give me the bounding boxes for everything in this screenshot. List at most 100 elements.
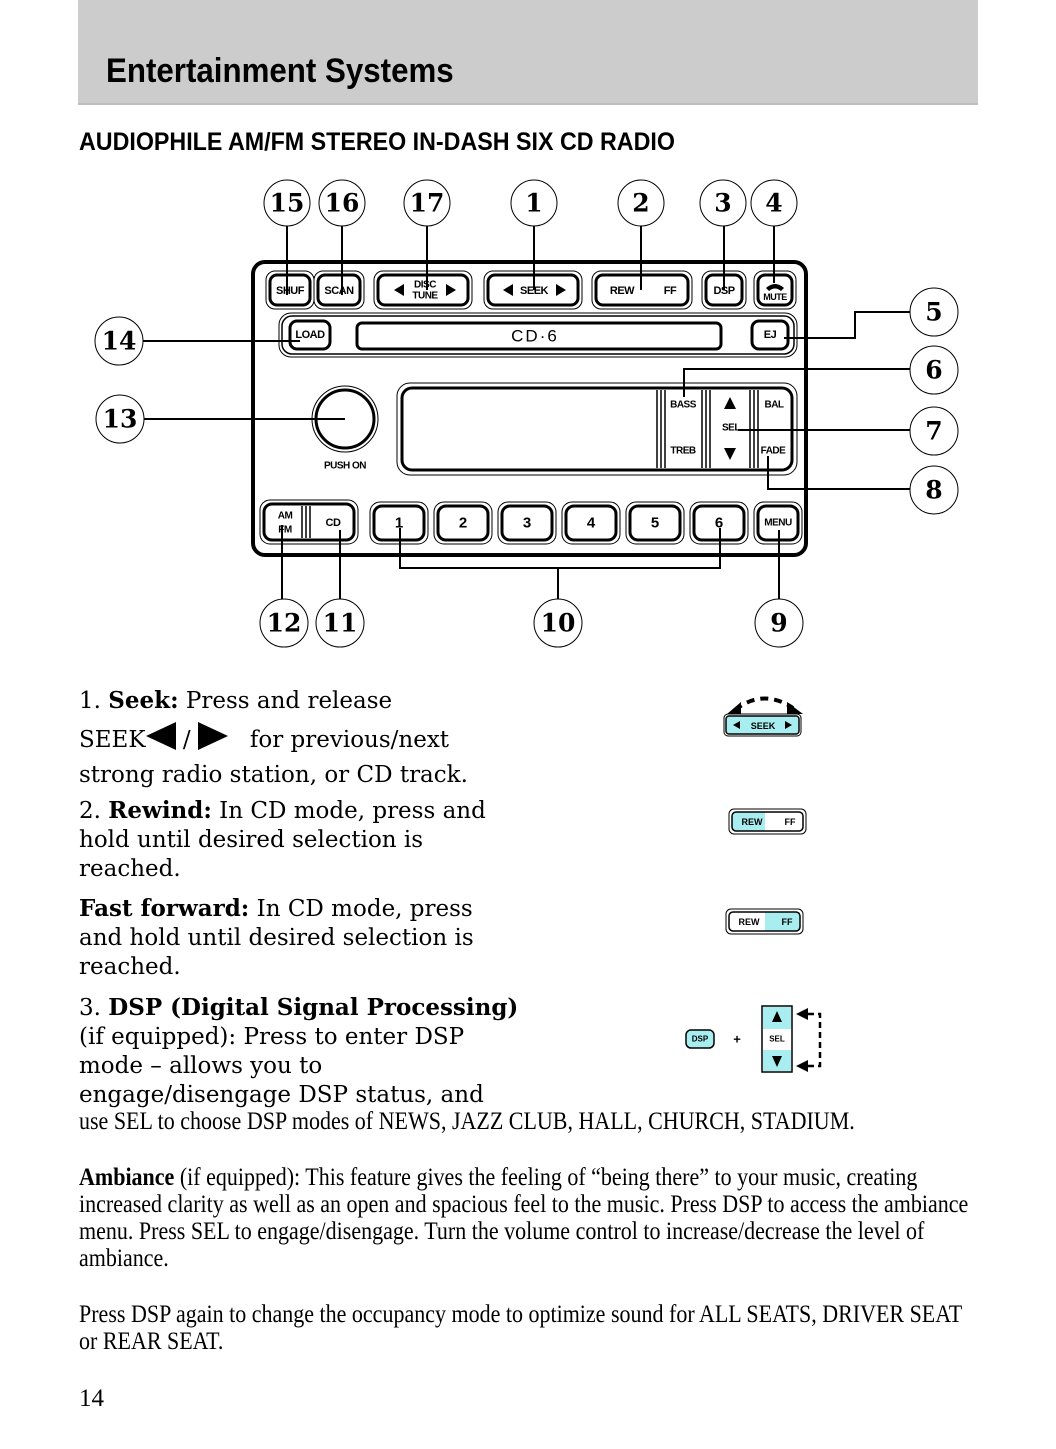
- callout-1: 1: [525, 189, 542, 218]
- eject-button[interactable]: [750, 319, 790, 351]
- fast-forward-term: Fast forward:: [79, 895, 250, 922]
- dsp-label: DSP: [713, 285, 734, 297]
- seek-highlight-button: [725, 715, 800, 735]
- ff-label: FF: [664, 285, 677, 297]
- menu-label: MENU: [764, 518, 792, 529]
- am-fm-cd-button[interactable]: [259, 499, 359, 545]
- dsp-term: DSP (Digital Signal Processing): [108, 994, 519, 1021]
- callout-8-circle: [909, 465, 959, 515]
- rew-label: REW: [610, 285, 635, 297]
- callout-7: 7: [925, 417, 942, 446]
- preset-6-label: 6: [715, 515, 723, 532]
- callout-2: 2: [632, 189, 649, 218]
- callout-13: 13: [103, 405, 138, 434]
- ff-icon-label: FF: [785, 817, 796, 827]
- callout-15: 15: [270, 189, 305, 218]
- rew-highlight: [732, 812, 765, 831]
- ej-label: EJ: [764, 329, 777, 341]
- seek-prev-icon: [503, 284, 513, 296]
- arrow-right-head-icon: [787, 702, 803, 714]
- load-label: LOAD: [295, 329, 325, 341]
- fm-label: FM: [278, 525, 292, 536]
- arrow-glyphs: [394, 284, 784, 460]
- preset-4-button[interactable]: [564, 504, 618, 542]
- load-button[interactable]: [288, 319, 332, 351]
- callout-12: 12: [267, 609, 302, 638]
- occupancy-description: Press DSP again to change the occupancy …: [79, 1301, 962, 1355]
- cd-slot: [355, 321, 723, 351]
- seek-line1: Press and release: [185, 688, 393, 714]
- preset-buttons: [369, 501, 749, 545]
- seek-term: Seek:: [108, 687, 179, 714]
- sel-up-icon: [724, 397, 736, 409]
- ambiance-term: Ambiance: [79, 1164, 175, 1191]
- header-band: Entertainment Systems: [78, 0, 978, 105]
- callout-9: 9: [770, 609, 787, 638]
- seek-illustration: SEEK: [723, 696, 803, 737]
- seek-label: SEEK: [520, 285, 549, 297]
- cd-slot-label: CD·6: [511, 327, 559, 346]
- preset-3-button[interactable]: [500, 504, 554, 542]
- rewind-description: 2. Rewind: In CD mode, press and hold un…: [79, 796, 519, 884]
- callout-12-circle: [259, 598, 309, 648]
- callout-17-circle: [403, 179, 451, 227]
- disc-tune-button[interactable]: [373, 270, 473, 310]
- callout-9-circle: [754, 598, 804, 648]
- callout-7-circle: [909, 406, 959, 456]
- preset-5-button[interactable]: [628, 504, 682, 542]
- radio-chassis: [251, 260, 808, 557]
- dashed-loop-arrow-icon: [808, 1012, 822, 1068]
- preset-2-button[interactable]: [436, 504, 490, 542]
- sel-label: SEL: [722, 423, 740, 434]
- preset-2-label: 2: [459, 515, 467, 532]
- sel-down-icon: [772, 1056, 782, 1067]
- push-on-label: PUSH ON: [324, 461, 366, 472]
- plus-sign: +: [733, 1032, 741, 1047]
- seek-line3: strong radio station, or CD track.: [79, 762, 468, 788]
- fade-label: FADE: [761, 446, 787, 457]
- rew-illustration: REW FF: [728, 808, 807, 835]
- fast-forward-text: In CD mode, press and hold until desired…: [79, 896, 474, 980]
- ff-highlight: [765, 912, 800, 931]
- dsp-icon-button: [685, 1029, 715, 1049]
- sel-up-icon: [772, 1011, 782, 1022]
- ff-icon-label: FF: [782, 917, 793, 927]
- dsp-continuation: use SEL to choose DSP modes of NEWS, JAZ…: [79, 1108, 855, 1135]
- rew-icon-label: REW: [742, 817, 764, 827]
- tune-label: TUNE: [412, 291, 438, 302]
- seek-line2: for previous/next: [249, 727, 450, 753]
- callout-13-circle: [95, 394, 145, 444]
- scan-label: SCAN: [324, 285, 354, 297]
- seek-curve-arrow-icon: [733, 696, 795, 712]
- preset-4-label: 4: [587, 515, 596, 532]
- page-header-title: Entertainment Systems: [106, 52, 454, 90]
- ff-illustration: REW FF: [725, 908, 804, 935]
- dsp-description: 3. DSP (Digital Signal Processing) (if e…: [79, 993, 534, 1110]
- callout-5-circle: [909, 287, 959, 337]
- section-title: AUDIOPHILE AM/FM STEREO IN-DASH SIX CD R…: [79, 128, 675, 156]
- callout-17: 17: [410, 189, 445, 218]
- callout-3: 3: [714, 189, 731, 218]
- callout-15-circle: [263, 179, 311, 227]
- callout-11-circle: [315, 598, 365, 648]
- sel-icon-label: SEL: [769, 1035, 785, 1044]
- cd-label: CD: [326, 517, 341, 529]
- callout-8: 8: [925, 476, 942, 505]
- preset-1-label: 1: [395, 515, 403, 532]
- phone-mute-icon: [766, 284, 784, 291]
- callout-3-circle: [699, 179, 747, 227]
- callout-14-circle: [94, 316, 144, 366]
- callout-4-circle: [750, 179, 798, 227]
- item-number: 3.: [79, 995, 101, 1021]
- leader-lines: [142, 224, 910, 600]
- radio-diagram: 15 16 17 1 2 3 4 5 6 7 8 9 10 11 12 13 1…: [94, 179, 959, 648]
- callout-10: 10: [541, 609, 576, 638]
- scan-button[interactable]: [313, 270, 365, 310]
- callout-14: 14: [102, 327, 137, 356]
- ambiance-text: (if equipped): This feature gives the fe…: [79, 1164, 969, 1272]
- callout-16: 16: [325, 189, 360, 218]
- rew-icon-label: REW: [739, 917, 761, 927]
- item-number: 2.: [79, 798, 101, 824]
- item-number: 1.: [79, 688, 101, 714]
- cd-slot-band: [281, 315, 795, 355]
